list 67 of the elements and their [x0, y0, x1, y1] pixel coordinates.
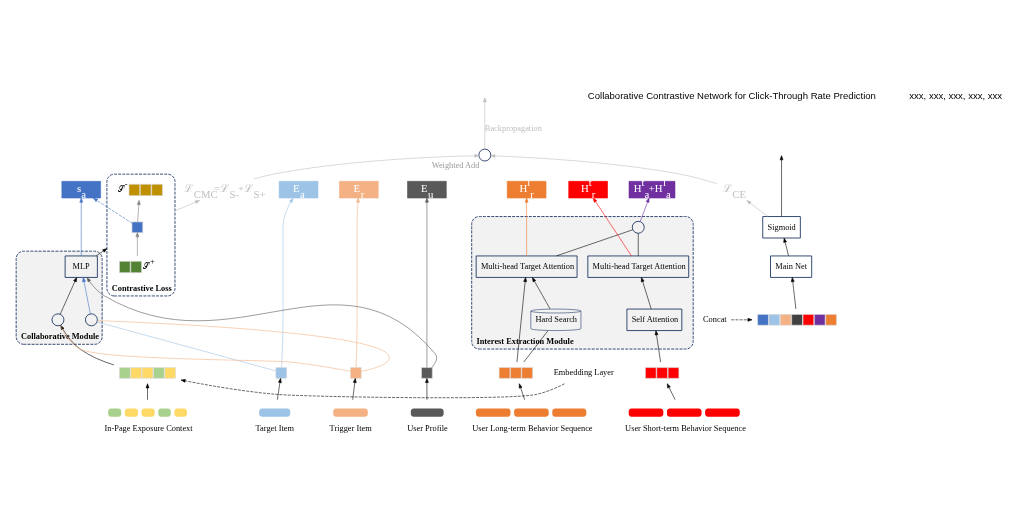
- node-box: Self Attention: [626, 308, 683, 331]
- arrow: [93, 197, 133, 224]
- arrow: [592, 197, 632, 257]
- arrow: [174, 200, 200, 212]
- arrow: [746, 200, 769, 217]
- node-box: Multi-head Target Attention: [587, 255, 690, 278]
- arrow: [180, 379, 565, 399]
- node-label: Trigger Item: [329, 423, 372, 433]
- arrow: [253, 154, 480, 180]
- arrow: [277, 378, 282, 400]
- connector: [59, 325, 351, 372]
- connector: [96, 321, 277, 372]
- connector: [523, 330, 549, 363]
- arrow: [86, 277, 437, 368]
- arrow: [518, 383, 525, 400]
- arrow: [425, 378, 429, 400]
- node-box: Main Net: [770, 255, 813, 278]
- arrow: [783, 237, 789, 257]
- arrow: [82, 277, 91, 315]
- arrow: [779, 155, 784, 217]
- node-circle: [478, 148, 492, 162]
- arrow: [352, 378, 357, 400]
- node-box: [333, 408, 368, 417]
- arrow: [135, 232, 140, 257]
- arrow: [524, 197, 529, 257]
- node-box: [421, 367, 433, 379]
- node-box: Multi-head Target Attention: [475, 255, 578, 278]
- node-box: Sigmoid: [762, 216, 801, 239]
- arrow: [281, 197, 294, 368]
- node-box: [259, 408, 291, 417]
- arrow: [490, 154, 718, 184]
- node-text: Embedding Layer: [553, 368, 614, 378]
- arrow: [641, 277, 652, 310]
- arrow: [516, 277, 527, 363]
- node-label: User Short-term Behavior Sequence: [625, 423, 746, 433]
- node-label: In-Page Exposure Context: [104, 423, 193, 433]
- label: xxx, xxx, xxx, xxx, xxx: [909, 90, 1003, 102]
- arrow: [60, 325, 115, 366]
- node-label: Target Item: [255, 423, 294, 433]
- arrow: [79, 197, 83, 257]
- node-circle: [51, 313, 65, 327]
- connector: [97, 320, 390, 372]
- arrow: [96, 248, 108, 257]
- arrow: [639, 197, 650, 222]
- node-box: MLP: [64, 255, 98, 278]
- node-label: User Profile: [407, 423, 448, 433]
- arrow: [532, 277, 551, 310]
- node-box: [410, 408, 444, 417]
- arrow: [791, 277, 797, 310]
- node-box: [131, 221, 144, 233]
- arrow: [730, 318, 753, 322]
- arrow: [666, 383, 676, 400]
- arrow: [137, 200, 141, 223]
- node-label: User Long-term Behavior Sequence: [472, 423, 593, 433]
- node-box: [350, 367, 362, 379]
- node-circle: [85, 313, 98, 327]
- node-circle: [631, 220, 645, 234]
- node-text: Concat: [703, 315, 727, 325]
- arrow: [59, 277, 77, 315]
- node-box: [275, 367, 287, 379]
- arrow: [355, 197, 360, 368]
- node-label: Weighted Add: [431, 160, 480, 170]
- label: Collaborative Contrastive Network for Click-Through Rate Prediction: [587, 90, 876, 102]
- arrow: [145, 383, 150, 400]
- connector: [556, 229, 634, 257]
- arrow: [654, 330, 661, 363]
- arrow: [425, 197, 429, 368]
